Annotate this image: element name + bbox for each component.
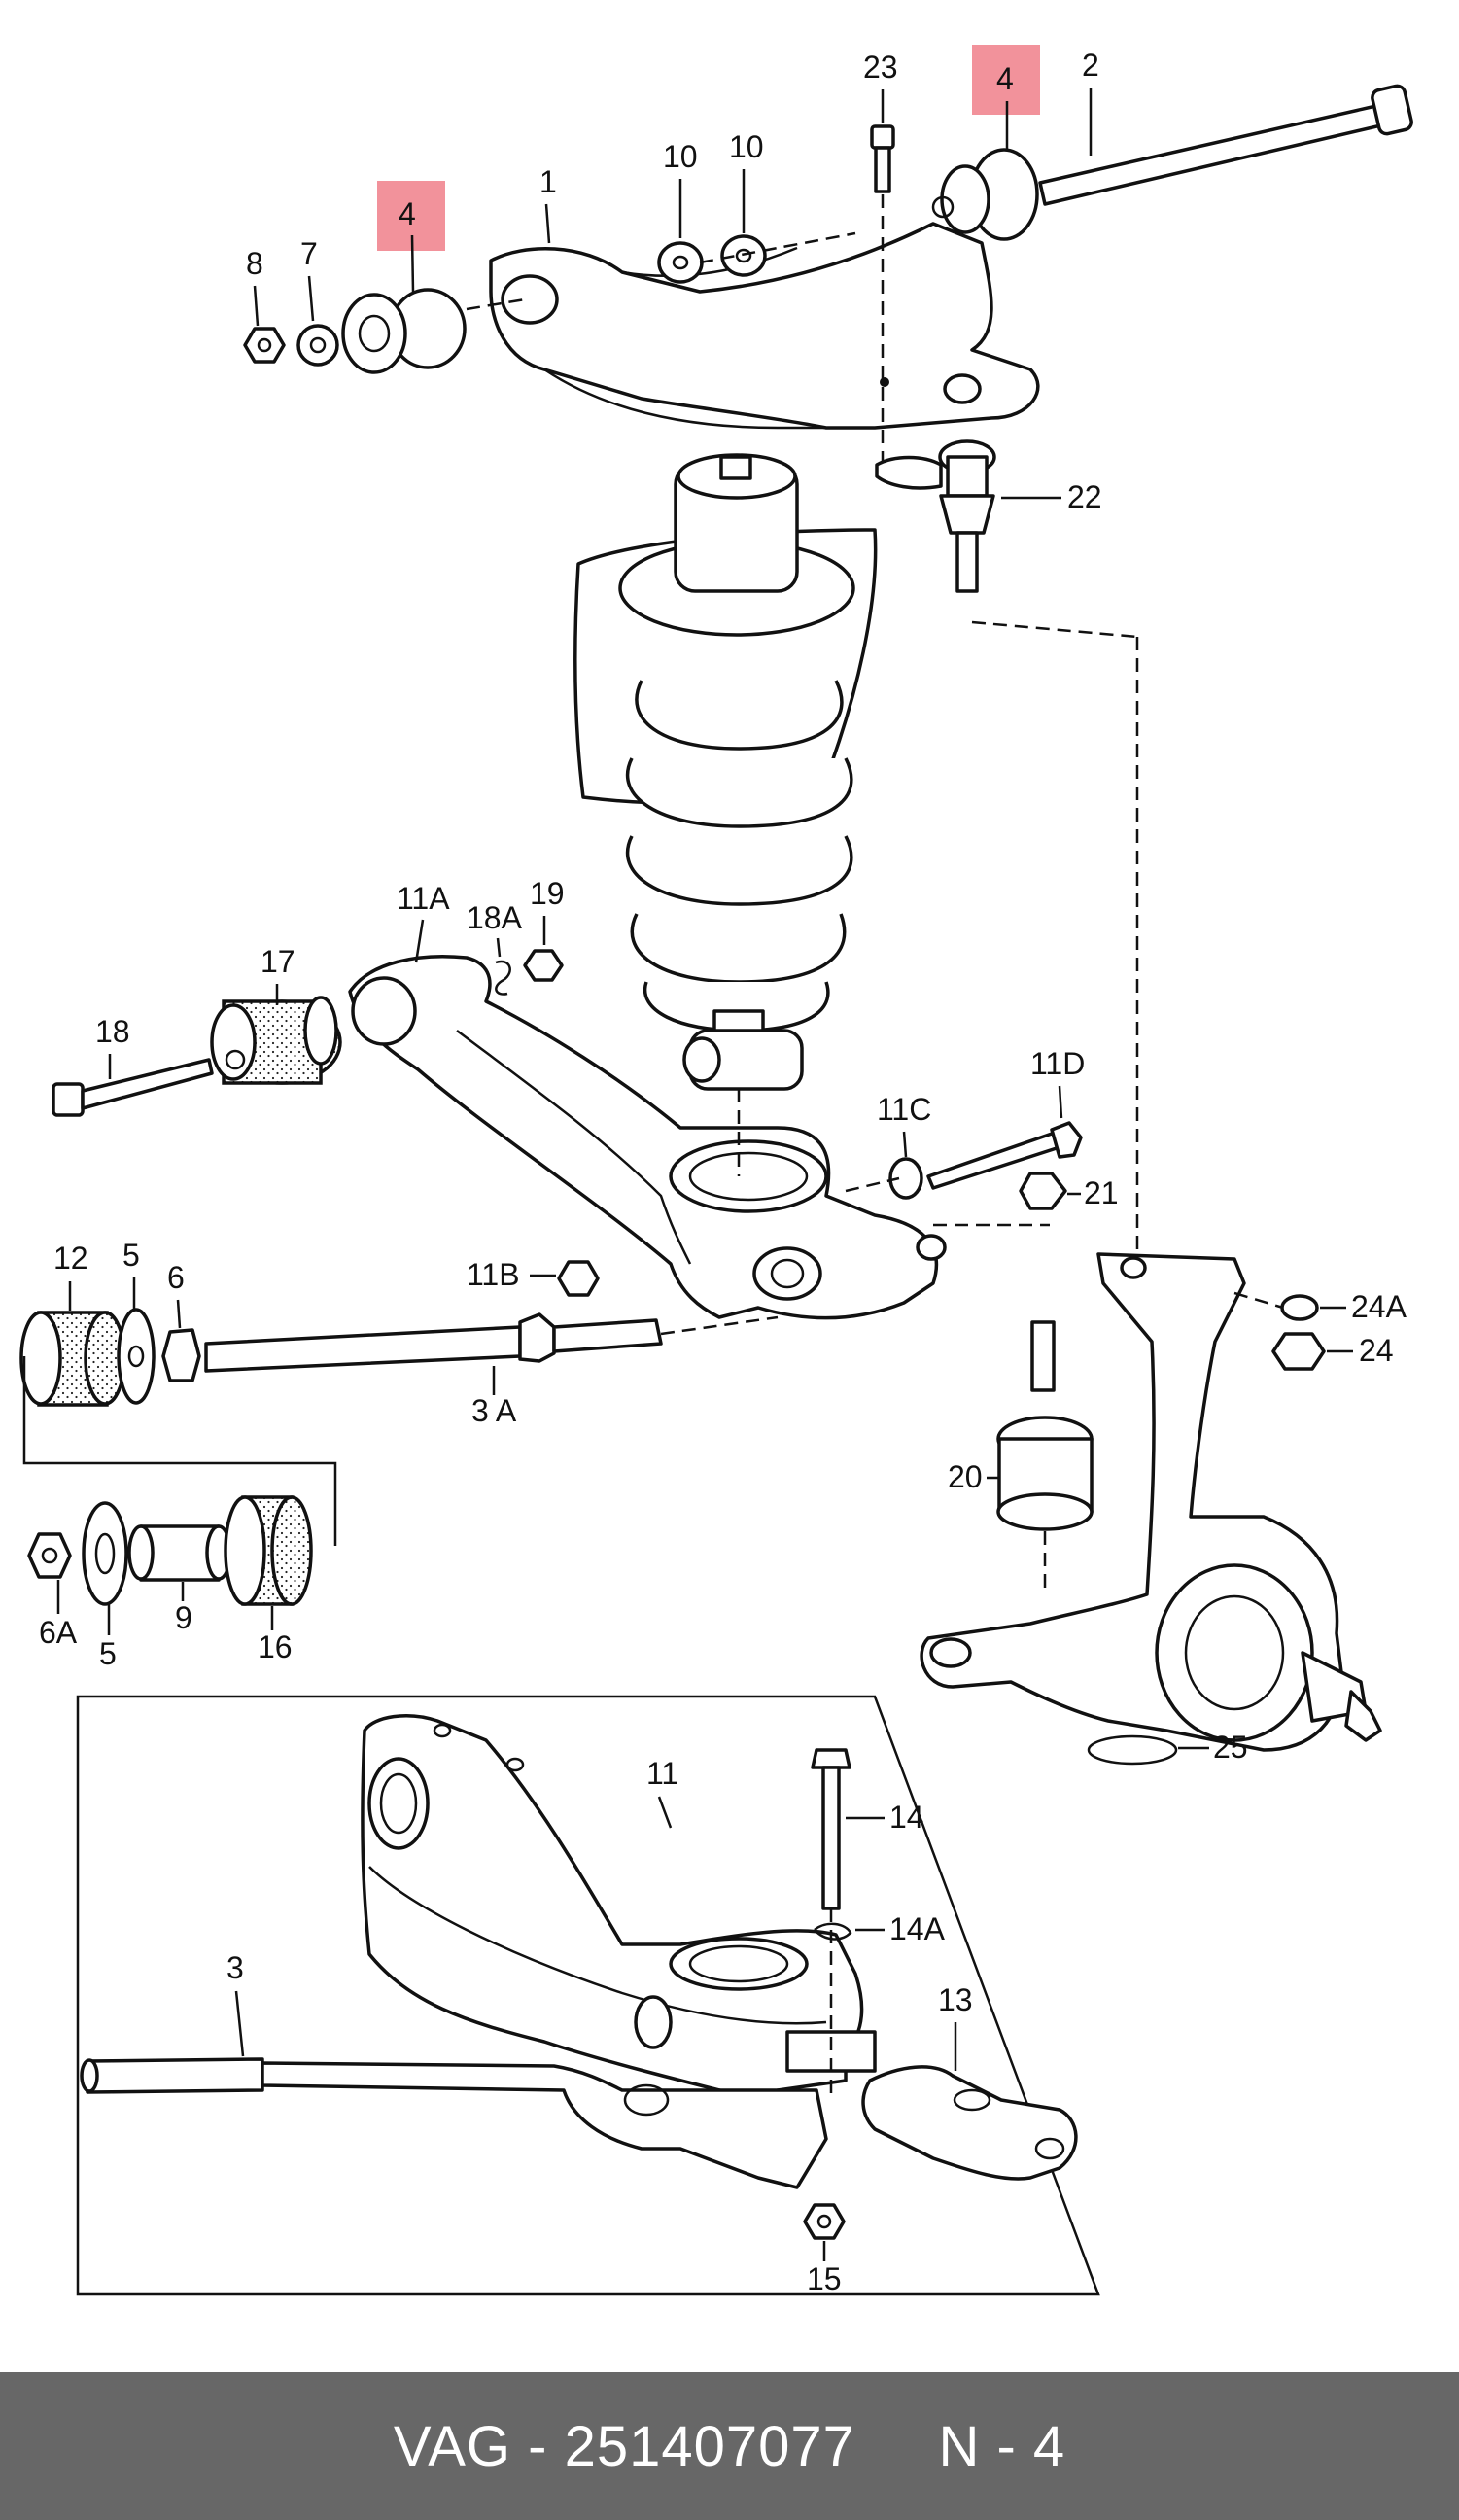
exploded-parts-diagram: 1 4 4 2 10 10 7 8 23 <box>19 45 1413 2296</box>
callout-4-left: 4 <box>399 196 416 231</box>
callout-11d: 11D <box>1030 1046 1085 1081</box>
callout-1: 1 <box>539 164 557 199</box>
callout-9: 9 <box>175 1600 192 1635</box>
callout-24: 24 <box>1359 1333 1394 1368</box>
callout-8: 8 <box>246 246 263 281</box>
bolt-18 <box>52 1058 214 1117</box>
callout-23: 23 <box>863 50 898 85</box>
callout-20: 20 <box>948 1459 983 1494</box>
coil-spring-shock-absorber <box>573 453 878 1091</box>
callout-11: 11 <box>646 1756 678 1791</box>
callout-3: 3 <box>226 1950 244 1985</box>
ball-joint-20 <box>996 1320 1094 1531</box>
callout-18: 18 <box>95 1014 130 1049</box>
upper-arm-bushing-left <box>341 288 467 374</box>
washer-24a <box>1280 1294 1319 1321</box>
nut-21 <box>1019 1172 1067 1210</box>
washer-5-b <box>82 1501 128 1606</box>
callout-24a: 24A <box>1351 1289 1407 1324</box>
callout-14: 14 <box>889 1800 924 1835</box>
screw-23 <box>870 124 895 193</box>
bolt-14 <box>811 1748 851 1910</box>
bolt-11d <box>926 1121 1083 1190</box>
bushing-16 <box>224 1495 313 1606</box>
clip-14a <box>814 1922 852 1941</box>
nut-15 <box>803 2203 846 2240</box>
callout-11b: 11B <box>467 1257 520 1292</box>
callout-19: 19 <box>530 876 565 911</box>
callout-17: 17 <box>261 944 295 979</box>
footer-bar: VAG - 251407077 N - 4 <box>0 2372 1459 2520</box>
callout-2: 2 <box>1082 48 1099 83</box>
upper-control-arm <box>489 222 1040 430</box>
ball-joint-22 <box>875 439 996 593</box>
callout-11a: 11A <box>397 881 450 916</box>
bushing-17 <box>210 996 342 1085</box>
callout-10-a: 10 <box>663 139 698 174</box>
callout-16: 16 <box>258 1629 293 1664</box>
nut-19 <box>523 949 564 982</box>
lower-arm-11 <box>361 1714 877 2102</box>
nut-6a <box>27 1532 72 1579</box>
plate-13 <box>861 2065 1078 2181</box>
callout-18a: 18A <box>467 900 523 935</box>
callout-6a: 6A <box>39 1615 78 1650</box>
lower-control-arm-11a <box>348 955 947 1320</box>
inset-frame <box>76 1695 1100 2296</box>
nut-8 <box>243 327 286 364</box>
part-number-caption: VAG - 251407077 N - 4 <box>393 2414 1066 2478</box>
callout-5-a: 5 <box>122 1238 140 1273</box>
bolt-2 <box>1038 84 1413 206</box>
upper-arm-bushing-right <box>931 148 1039 241</box>
callout-21: 21 <box>1084 1175 1119 1210</box>
seal-ring-25 <box>1087 1734 1178 1766</box>
bracket-connector <box>22 1356 337 1546</box>
washer-10-b <box>720 234 767 277</box>
spacer-9 <box>127 1524 232 1582</box>
callout-10-b: 10 <box>729 129 764 164</box>
washer-11c <box>888 1157 923 1200</box>
callout-4-right: 4 <box>996 61 1014 96</box>
callout-11c: 11C <box>877 1092 931 1127</box>
callout-22: 22 <box>1067 479 1102 514</box>
washer-10-a <box>657 241 704 284</box>
callout-6: 6 <box>167 1260 185 1295</box>
callout-14a: 14A <box>889 1911 946 1946</box>
callout-25: 25 <box>1213 1730 1248 1765</box>
rod-3a <box>204 1312 663 1373</box>
washer-7 <box>296 324 339 367</box>
callout-3a: 3 A <box>471 1393 517 1428</box>
clip-18a <box>495 960 511 996</box>
callout-12: 12 <box>53 1241 88 1276</box>
callout-13: 13 <box>938 1982 973 2017</box>
steering-knuckle <box>920 1252 1382 1752</box>
callout-5-b: 5 <box>99 1636 117 1671</box>
nut-24 <box>1271 1332 1326 1371</box>
callout-15: 15 <box>807 2261 842 2296</box>
washer-5-a <box>117 1308 156 1405</box>
nut-11b <box>557 1260 600 1297</box>
rod-3 <box>80 2057 828 2189</box>
nut-6 <box>161 1328 201 1382</box>
bushing-12 <box>19 1311 126 1407</box>
callout-7: 7 <box>300 236 318 271</box>
